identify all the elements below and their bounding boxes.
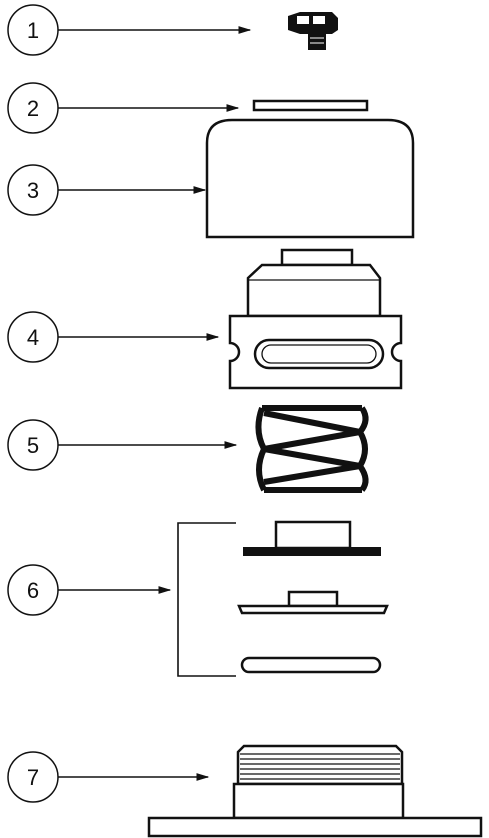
part-6-lower-disc [237, 590, 389, 615]
part-5-spring [255, 405, 369, 493]
callout-4: 4 [7, 311, 220, 363]
callout-1: 1 [7, 4, 252, 56]
part-1-screw [288, 12, 338, 50]
part-2-gasket [252, 99, 369, 112]
callout-5-label: 5 [27, 433, 39, 458]
callout-2: 2 [7, 82, 240, 134]
part-7-threaded-base [147, 744, 483, 838]
callout-4-label: 4 [27, 325, 39, 350]
callout-5: 5 [7, 419, 238, 471]
callout-6-bracket [177, 522, 236, 677]
callout-7-label: 7 [27, 765, 39, 790]
part-6-o-ring [240, 656, 382, 674]
callout-6-label: 6 [27, 578, 39, 603]
callout-7: 7 [7, 751, 210, 803]
callout-3-label: 3 [27, 178, 39, 203]
part-6-upper-disc [243, 520, 381, 556]
callout-2-label: 2 [27, 96, 39, 121]
callout-3: 3 [7, 164, 207, 216]
part-3-cap [205, 118, 415, 239]
callout-1-label: 1 [27, 18, 39, 43]
callout-6: 6 [7, 522, 236, 677]
part-4-valve-body [228, 248, 403, 390]
